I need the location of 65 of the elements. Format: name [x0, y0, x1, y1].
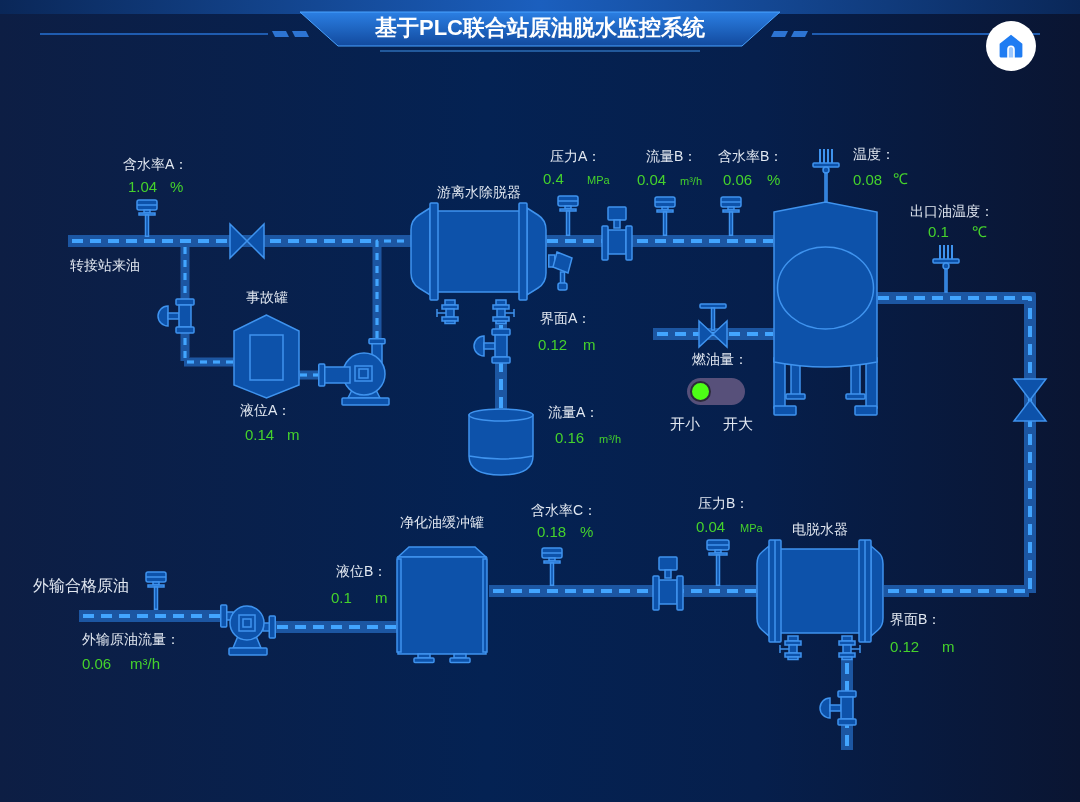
unit-label: MPa: [740, 522, 763, 535]
equipment-label: 游离水除脱器: [436, 183, 521, 201]
pipe: [72, 239, 410, 243]
reading-label: 含水率C：: [531, 502, 598, 519]
unit-label: m: [287, 426, 300, 444]
reading-label: 液位B：: [336, 563, 388, 580]
unit-label: %: [767, 171, 781, 189]
pipe: [657, 332, 773, 336]
unit-label: m³/h: [680, 175, 702, 188]
reading-value: 0.1: [331, 589, 352, 607]
pipe: [276, 625, 396, 629]
unit-label: ℃: [972, 223, 987, 241]
reading-label: 外输原油流量：: [82, 631, 180, 648]
unit-label: MPa: [587, 174, 610, 187]
stream-label: 外输合格原油: [33, 577, 129, 596]
unit-label: m: [942, 638, 955, 656]
page-title: 基于PLC联合站原油脱水监控系统: [375, 14, 705, 42]
unit-label: ℃: [893, 170, 908, 188]
reading-value: 0.08: [853, 171, 883, 189]
equipment-label: 事故罐: [245, 288, 288, 306]
pipe: [547, 239, 773, 243]
unit-label: m³/h: [130, 655, 160, 673]
pipe: [499, 325, 503, 408]
reading-label: 含水率A：: [123, 156, 189, 173]
reading-value: 0.04: [637, 171, 667, 189]
reading-value: 0.14: [245, 426, 275, 444]
reading-value: 0.4: [543, 170, 564, 188]
reading-value: 1.04: [128, 178, 158, 196]
reading-label: 含水率B：: [718, 148, 784, 165]
centrifugal-pump: [220, 603, 276, 656]
reading-label: 燃油量：: [692, 351, 748, 368]
reading-label: 温度：: [853, 146, 895, 163]
reading-label: 界面A：: [540, 310, 592, 327]
equipment-label: 电脱水器: [792, 520, 848, 538]
pipe: [878, 296, 1032, 593]
reading-value: 0.04: [696, 518, 726, 536]
reading-label: 流量A：: [548, 404, 600, 421]
reading-value: 0.12: [538, 336, 568, 354]
switch-label: 开小: [670, 415, 700, 433]
reading-label: 出口油温度：: [910, 203, 994, 220]
centrifugal-pump: [318, 338, 390, 406]
reading-label: 压力B：: [698, 495, 750, 512]
pipe: [83, 614, 220, 618]
reading-label: 压力A：: [550, 148, 602, 165]
unit-label: %: [580, 523, 594, 541]
reading-value: 0.06: [82, 655, 112, 673]
reading-value: 0.06: [723, 171, 753, 189]
collection-tank: [468, 408, 534, 476]
reading-value: 0.18: [537, 523, 567, 541]
reading-label: 界面B：: [890, 611, 942, 628]
reading-label: 流量B：: [646, 148, 698, 165]
pipe: [183, 247, 233, 364]
unit-label: m: [583, 336, 596, 354]
unit-label: %: [170, 178, 184, 196]
vertical-vessel: [773, 200, 878, 416]
switch-label: 开大: [723, 415, 753, 433]
reading-value: 0.1: [928, 223, 949, 241]
pipe: [300, 373, 318, 377]
equipment-label: 净化油缓冲罐: [400, 513, 484, 531]
unit-label: m³/h: [599, 433, 621, 446]
stream-label: 转接站来油: [70, 257, 140, 274]
reading-value: 0.16: [555, 429, 585, 447]
reading-value: 0.12: [890, 638, 920, 656]
reading-label: 液位A：: [240, 402, 292, 419]
unit-label: m: [375, 589, 388, 607]
